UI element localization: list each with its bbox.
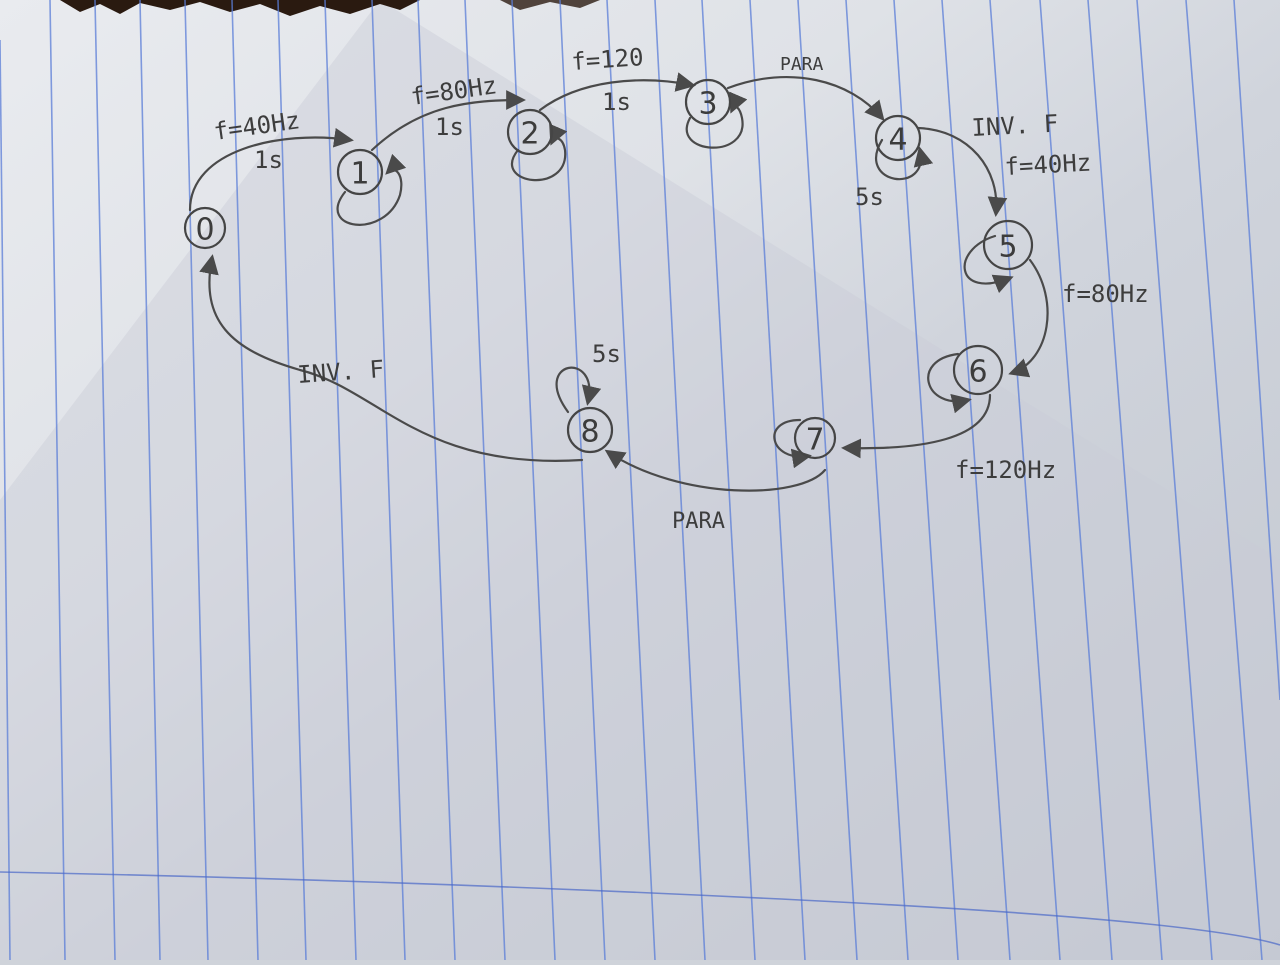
state-5: 5 (982, 219, 1034, 271)
edge-6-7 (841, 393, 992, 459)
state-2-label: 2 (520, 117, 539, 152)
edge-0-1 (188, 127, 354, 212)
bottom-rule (0, 871, 1280, 946)
label-4-5-freq: f=40Hz (1004, 148, 1092, 180)
label-6-7: f=120Hz (955, 456, 1056, 484)
self-loop-4 (875, 138, 934, 181)
label-2-3: f=120 (570, 43, 644, 76)
edge-4-5 (916, 126, 1008, 217)
state-4: 4 (874, 114, 922, 162)
state-0: 0 (183, 206, 227, 250)
label-4-5: INV. F (971, 109, 1059, 141)
edge-7-8 (604, 449, 827, 492)
state-8: 8 (566, 406, 614, 454)
self-loop-1 (336, 153, 407, 226)
state-6: 6 (952, 344, 1004, 396)
states: 0 1 2 3 4 5 6 7 (183, 78, 1034, 460)
time-label-8: 5s (592, 340, 621, 368)
self-loop-8 (555, 366, 602, 414)
state-5-label: 5 (998, 230, 1017, 265)
state-3: 3 (684, 78, 732, 126)
self-loop-5 (963, 234, 1014, 294)
state-7: 7 (793, 416, 837, 460)
label-3-4: PARA (780, 54, 824, 75)
time-label-4: 5s (855, 183, 884, 211)
label-7-8: PARA (672, 509, 725, 534)
edge-5-6 (1008, 258, 1049, 378)
edges (188, 72, 1049, 492)
self-loop-3 (685, 91, 748, 149)
self-loop-2 (510, 123, 568, 182)
state-1-label: 1 (350, 157, 369, 192)
state-6-label: 6 (968, 355, 987, 390)
self-loop-7 (773, 418, 812, 469)
time-labels: 1s 1s 1s 5s 5s (254, 88, 884, 368)
state-3-label: 3 (698, 87, 717, 122)
state-4-label: 4 (888, 123, 907, 158)
state-7-label: 7 (805, 423, 824, 458)
edge-2-3 (538, 72, 696, 112)
edge-3-4 (726, 76, 885, 122)
state-0-label: 0 (195, 213, 214, 248)
state-1: 1 (336, 148, 384, 196)
state-8-label: 8 (580, 415, 599, 450)
torn-edge-2 (500, 0, 600, 10)
torn-edge (60, 0, 420, 16)
edge-1-2 (370, 90, 526, 152)
label-8-0: INV. F (296, 355, 384, 389)
time-label-3: 1s (602, 88, 631, 116)
state-2: 2 (506, 108, 554, 156)
label-5-6-text: f=80Hz (1062, 280, 1149, 308)
edge-8-0 (199, 254, 584, 462)
time-label-2: 1s (435, 113, 464, 141)
time-label-1: 1s (254, 146, 283, 174)
self-loop-6 (927, 352, 972, 414)
